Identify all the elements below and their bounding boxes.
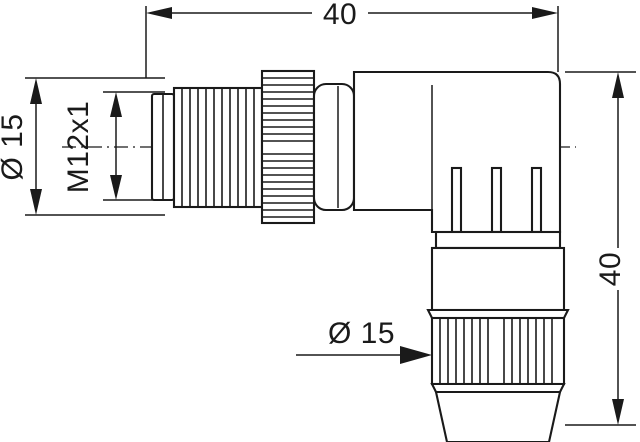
- height-arrow-top: [612, 72, 624, 98]
- vent-slot-1: [450, 166, 463, 234]
- gland-nut-shoulder-bottom: [430, 382, 566, 394]
- transition-sleeve: [312, 82, 356, 212]
- transition-sleeve-body: [312, 82, 356, 212]
- threaded-barrel-body: [172, 86, 264, 209]
- diameter-arrow-top: [30, 78, 42, 104]
- vent-slot-2: [490, 166, 503, 234]
- arrow-right: [532, 7, 558, 19]
- body-diameter-label: Ø 15: [0, 113, 29, 180]
- m12-threaded-barrel: [172, 86, 264, 209]
- connector-assembly: [150, 69, 570, 442]
- body-diameter-dimension: Ø 15: [0, 77, 165, 216]
- overall-height-label: 40: [594, 252, 627, 286]
- cable-nut-leader-arrow: [400, 346, 432, 364]
- neck-collar: [434, 230, 562, 250]
- height-arrow-bottom: [612, 399, 624, 425]
- connector-tip: [150, 92, 176, 202]
- knurled-coupling-nut: [260, 69, 316, 225]
- gland-nut-body: [430, 316, 566, 386]
- cable-nut-diameter-dimension: Ø 15: [296, 317, 432, 364]
- diameter-arrow-bottom: [30, 189, 42, 215]
- overall-height-dimension: 40: [565, 71, 636, 426]
- arrow-left: [146, 7, 172, 19]
- cable-neck: [430, 230, 566, 312]
- thread-dimension: M12x1: [62, 91, 165, 201]
- vent-slot-3: [530, 166, 543, 234]
- neck-body: [430, 246, 566, 312]
- overall-length-label: 40: [323, 0, 357, 31]
- overall-length-dimension: 40: [145, 0, 559, 78]
- strain-relief: [434, 390, 562, 442]
- strain-relief-taper: [434, 390, 562, 442]
- coupling-nut-body: [260, 69, 316, 225]
- thread-arrow-top: [110, 92, 122, 117]
- gland-nut-shoulder-top: [426, 308, 570, 320]
- cable-nut-diameter-label: Ø 15: [328, 317, 395, 350]
- cable-gland-nut: [426, 308, 570, 394]
- elbow-body: [352, 70, 562, 234]
- thread-arrow-bottom: [110, 175, 122, 200]
